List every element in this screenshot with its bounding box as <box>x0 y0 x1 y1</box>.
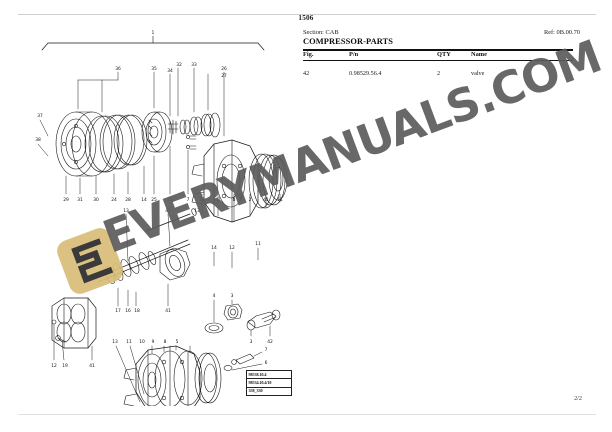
svg-text:36: 36 <box>115 66 121 72</box>
svg-text:5: 5 <box>176 339 179 345</box>
svg-text:10: 10 <box>139 339 145 345</box>
svg-text:13: 13 <box>112 339 118 345</box>
svg-text:27: 27 <box>221 73 227 79</box>
svg-text:11: 11 <box>277 197 283 203</box>
svg-text:32: 32 <box>176 62 182 68</box>
model-code-line: 98534.10.4/10 <box>247 379 291 388</box>
svg-text:3: 3 <box>250 339 253 345</box>
svg-text:8: 8 <box>233 197 236 203</box>
model-code-line: 98538.10.4 <box>247 371 291 380</box>
svg-text:6: 6 <box>265 360 268 366</box>
svg-text:16: 16 <box>125 308 131 314</box>
svg-text:30: 30 <box>93 197 99 203</box>
svg-text:13: 13 <box>194 208 200 214</box>
svg-text:3: 3 <box>231 293 234 299</box>
svg-text:18: 18 <box>134 308 140 314</box>
cell-qty: 2 <box>437 70 441 78</box>
column-header-fig: Fig. <box>303 51 314 59</box>
header-section-label: Section: CAB <box>303 29 339 36</box>
svg-text:28: 28 <box>125 197 131 203</box>
svg-text:14: 14 <box>141 197 147 203</box>
svg-text:7: 7 <box>265 347 268 353</box>
svg-text:38: 38 <box>35 137 41 143</box>
svg-text:34: 34 <box>167 68 173 74</box>
svg-text:24: 24 <box>111 197 117 203</box>
model-code-box: 98538.10.4 98534.10.4/10 358_330 <box>246 370 292 396</box>
svg-text:41: 41 <box>89 363 95 369</box>
svg-text:17: 17 <box>115 308 121 314</box>
column-header-name: Name <box>471 51 487 59</box>
svg-text:35: 35 <box>151 66 157 72</box>
svg-text:8: 8 <box>164 339 167 345</box>
parts-table: Fig. P/n QTY Name 42 0.98529.56.4 2 valv… <box>303 49 573 78</box>
svg-text:4: 4 <box>213 293 216 299</box>
svg-text:11: 11 <box>126 339 132 345</box>
svg-text:12: 12 <box>229 245 235 251</box>
page-border-bottom <box>18 414 596 415</box>
table-gap <box>303 60 573 69</box>
footer-page-number: 2/2 <box>574 395 582 402</box>
svg-text:23: 23 <box>167 197 173 203</box>
svg-text:41: 41 <box>263 197 269 203</box>
svg-text:11: 11 <box>255 241 261 247</box>
svg-text:26: 26 <box>221 66 227 72</box>
column-header-qty: QTY <box>437 51 451 59</box>
svg-text:19: 19 <box>62 363 68 369</box>
header-page-number: 1506 <box>298 14 314 22</box>
page-title: COMPRESSOR-PARTS <box>303 37 394 46</box>
svg-text:7: 7 <box>187 197 190 203</box>
svg-text:41: 41 <box>165 208 171 214</box>
cell-name: valve <box>471 70 485 78</box>
svg-text:13: 13 <box>123 208 129 214</box>
svg-text:37: 37 <box>37 113 43 119</box>
table-header-row: Fig. P/n QTY Name <box>303 51 573 60</box>
svg-text:29: 29 <box>63 197 69 203</box>
svg-text:2: 2 <box>249 197 252 203</box>
svg-text:1: 1 <box>152 30 155 36</box>
svg-text:14: 14 <box>211 245 217 251</box>
svg-text:42: 42 <box>267 339 273 345</box>
svg-text:33: 33 <box>191 62 197 68</box>
model-code-line: 358_330 <box>248 388 263 394</box>
cell-fig: 42 <box>303 70 310 78</box>
table-header-rule <box>303 59 573 61</box>
header-reference-label: Ref: 0B.00.70 <box>543 29 580 36</box>
svg-text:41: 41 <box>165 308 171 314</box>
svg-text:12: 12 <box>51 363 57 369</box>
svg-text:22: 22 <box>199 197 205 203</box>
table-row: 42 0.98529.56.4 2 valve <box>303 69 573 78</box>
exploded-parts-illustration: 1 <box>18 16 290 406</box>
svg-text:25: 25 <box>151 197 157 203</box>
column-header-pn: P/n <box>349 51 359 59</box>
page-border-top <box>18 14 596 15</box>
svg-text:31: 31 <box>77 197 83 203</box>
svg-text:9: 9 <box>152 339 155 345</box>
svg-text:41: 41 <box>215 197 221 203</box>
cell-pn: 0.98529.56.4 <box>349 70 382 78</box>
table-top-rule <box>303 49 573 51</box>
